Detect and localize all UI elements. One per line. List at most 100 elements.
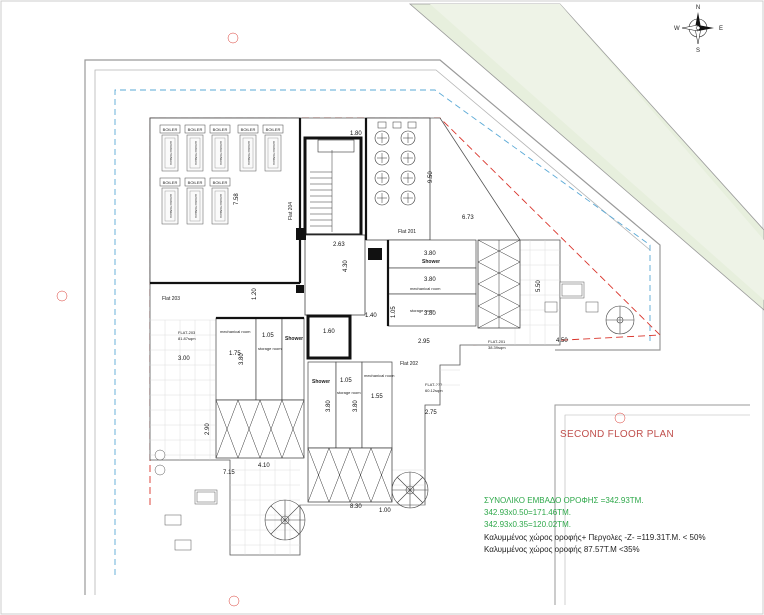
road-strip-inner — [430, 4, 764, 300]
boiler-unit — [184, 177, 206, 187]
dim-120: 1.20 — [252, 288, 258, 300]
heater-tank — [377, 121, 387, 129]
dim-380e: 3.80 — [326, 400, 332, 412]
flat-202-label: Flat 202 — [400, 361, 418, 367]
pergola-left-hatch — [215, 399, 305, 459]
column-1 — [368, 248, 382, 260]
dim-105c: 1.05 — [391, 306, 397, 318]
dim-263: 2.63 — [333, 242, 345, 248]
dim-380f: 3.80 — [353, 400, 359, 412]
boiler-unit — [184, 124, 206, 134]
dim-105b: 1.05 — [340, 378, 352, 384]
boiler-unit — [209, 177, 231, 187]
dim-430: 4.30 — [343, 260, 349, 272]
dim-140: 1.40 — [365, 313, 377, 319]
room-201-shower — [387, 239, 477, 269]
pergola-bottom-hatch — [307, 447, 393, 503]
plan-title: SECOND FLOOR PLAN — [560, 429, 674, 440]
stair-landing — [317, 139, 355, 153]
dim-160: 1.60 — [323, 329, 335, 335]
compass-w: W — [674, 26, 680, 32]
solar-panel — [264, 134, 282, 172]
dim-550: 5.50 — [536, 280, 542, 292]
compass-s: S — [696, 48, 700, 54]
north-arrow — [681, 12, 714, 45]
flat-202-area: 60.12sqm — [425, 388, 443, 393]
plot-boundary-inner — [94, 69, 651, 595]
dim-673: 6.73 — [462, 215, 474, 221]
storage-label-3: storage room — [337, 390, 361, 395]
dim-100: 1.00 — [379, 508, 391, 514]
solar-panel — [161, 134, 179, 172]
dim-105a: 1.05 — [262, 333, 274, 339]
plot-boundary — [84, 59, 661, 595]
thick-walls — [150, 118, 390, 326]
solar-panel — [186, 187, 204, 225]
flat-201-area-name: FLAT-201 — [488, 339, 506, 344]
room-201-storage — [387, 293, 477, 327]
compass-e: E — [719, 26, 723, 32]
boiler-group: BOILER ΗΛΙΑΚΑ ΠΑΝΕΛΑ BOILER ΗΛΙΑΚΑ ΠΑΝΕΛΑ BO… — [159, 124, 284, 225]
solar-panel — [239, 134, 257, 172]
spiral-stair-3 — [605, 305, 635, 335]
spiral-stair-2 — [391, 471, 429, 509]
boiler-label: BOILER — [188, 180, 203, 185]
solar-panel-inner — [189, 190, 201, 222]
column-3 — [296, 285, 304, 293]
room-203-shower — [281, 317, 305, 401]
stair-treads — [310, 150, 333, 232]
dim-715: 7.15 — [223, 470, 235, 476]
dim-950: 9.50 — [428, 171, 434, 183]
heater-group — [374, 121, 417, 206]
shower-label-2: Shower — [285, 336, 303, 342]
room-202-mech — [361, 361, 393, 449]
neighbour-boundary-inner — [564, 414, 750, 605]
heater-tank — [392, 121, 402, 129]
pergola-left — [215, 399, 305, 459]
storage-label-1: storage room — [410, 308, 434, 313]
boiler-unit — [237, 124, 259, 134]
mech-label-3: mechanical room — [364, 373, 395, 378]
neighbour-boundary — [554, 404, 750, 605]
stat-50-percent: 342.93x0.50=171.46ΤΜ. — [484, 508, 571, 517]
solar-panel-label: ΗΛΙΑΚΑ ΠΑΝΕΛΑ — [219, 194, 223, 218]
dim-295: 2.95 — [418, 339, 430, 345]
stat-35-percent: 342.93x0.35=120.02ΤΜ. — [484, 520, 571, 529]
solar-panel-label: ΗΛΙΑΚΑ ΠΑΝΕΛΑ — [169, 141, 173, 165]
solar-panel-inner — [189, 137, 201, 169]
stat-covered-roof: Καλυμμένος χώρος οροφής 87.57Τ.Μ <35% — [484, 545, 640, 554]
solar-panel — [161, 187, 179, 225]
solar-panel-inner — [164, 190, 176, 222]
solar-panel — [186, 134, 204, 172]
dim-180: 1.80 — [350, 131, 362, 137]
flat-201-area: 38.39sqm — [488, 345, 506, 350]
dim-380c: 3.80 — [424, 311, 436, 317]
flat-203-area-name: FLAT-203 — [178, 330, 196, 335]
dim-275: 2.75 — [425, 410, 437, 416]
boiler-label: BOILER — [213, 127, 228, 132]
flat-201-label: Flat 201 — [398, 229, 416, 235]
boiler-unit — [159, 177, 181, 187]
boiler-label: BOILER — [266, 127, 281, 132]
solar-panel-inner — [214, 137, 226, 169]
pergola-right-hatch — [477, 239, 521, 329]
solar-panel-inner — [164, 137, 176, 169]
flat-202-area-name: FLAT-??? — [425, 382, 443, 387]
solar-panel-label: ΗΛΙΑΚΑ ΠΑΝΕΛΑ — [219, 141, 223, 165]
boiler-label: BOILER — [213, 180, 228, 185]
dim-300: 3.00 — [178, 356, 190, 362]
lift-shaft — [306, 314, 352, 360]
corridor — [304, 234, 366, 316]
terrace-furniture — [154, 281, 599, 551]
setback-line-blue — [114, 89, 651, 575]
stat-total-area: ΣΥΝΟΛΙΚΟ ΕΜΒΑΔΟ ΟΡΟΦΗΣ =342.93ΤΜ. — [484, 496, 644, 505]
shower-label-1: Shower — [422, 259, 440, 265]
boiler-label: BOILER — [163, 127, 178, 132]
shower-label-3: Shower — [312, 379, 330, 385]
storage-label-2: storage room — [258, 346, 282, 351]
stair-core — [303, 136, 363, 237]
mech-label-2: mechanical room — [220, 329, 251, 334]
solar-panel-inner — [267, 137, 279, 169]
dim-380d: 3.80 — [239, 353, 245, 365]
stat-covered-pergolas: Καλυμμένος χώρος οροφής+ Περγολες -Ζ- =1… — [484, 533, 706, 542]
